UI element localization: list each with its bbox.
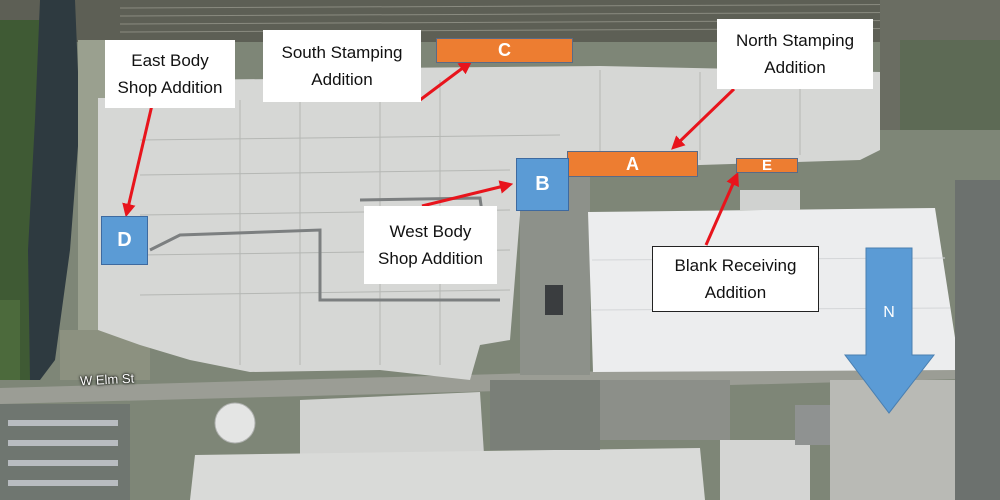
- zone-a: A: [567, 151, 698, 177]
- zone-d: D: [101, 216, 148, 265]
- label-blank-receiving-addition: Blank Receiving Addition: [652, 246, 819, 312]
- label-south-stamping-addition: South Stamping Addition: [263, 30, 421, 102]
- zone-e: E: [736, 157, 798, 174]
- zone-c: C: [436, 38, 573, 63]
- zone-b: B: [516, 158, 569, 211]
- label-north-stamping-addition: North Stamping Addition: [717, 19, 873, 89]
- label-west-body-shop-addition: West Body Shop Addition: [364, 206, 497, 284]
- label-east-body-shop-addition: East Body Shop Addition: [105, 40, 235, 108]
- road-label-w-elm-st: W Elm St: [79, 370, 135, 389]
- north-label: N: [883, 304, 895, 321]
